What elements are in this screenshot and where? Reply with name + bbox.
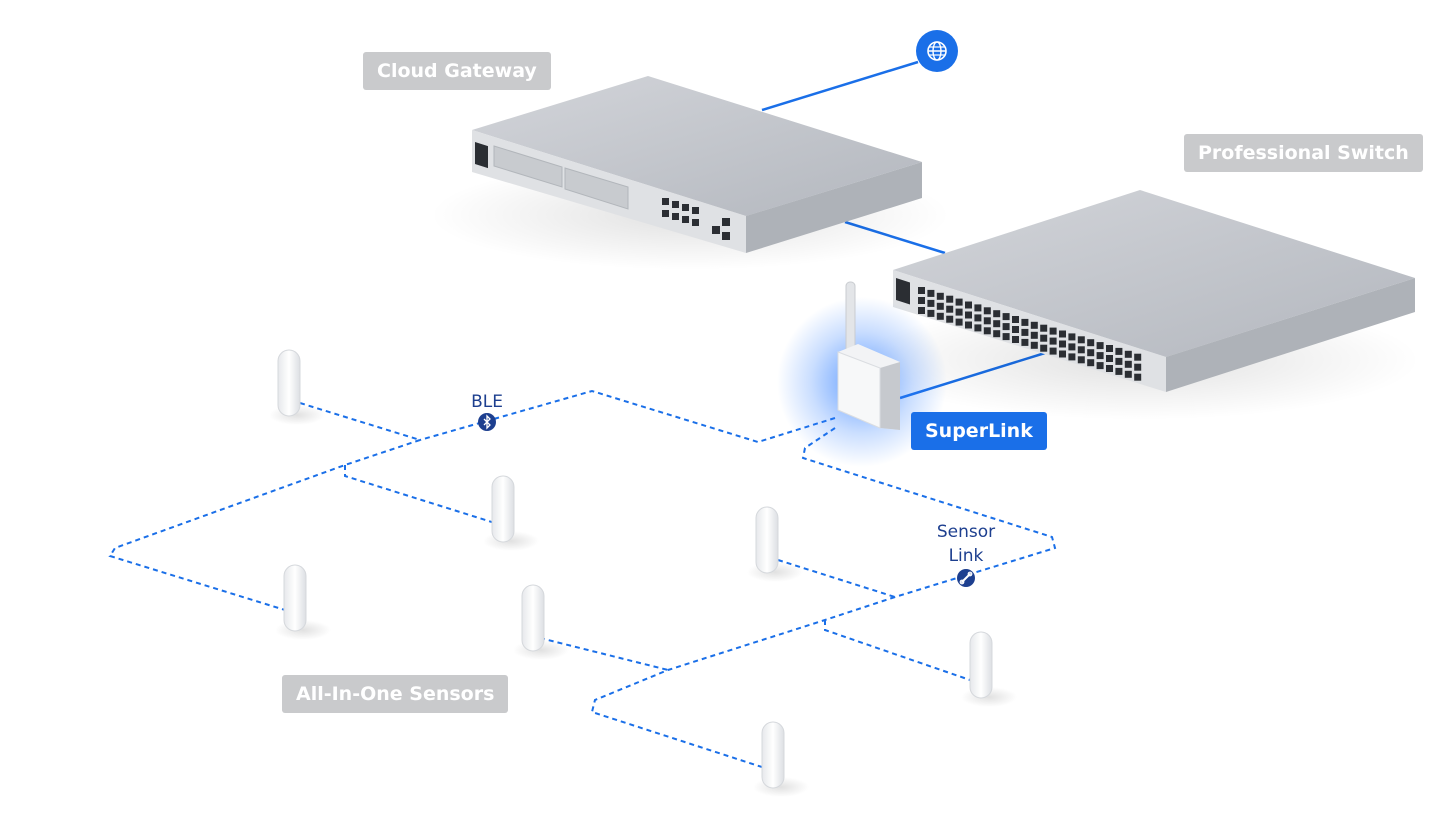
- professional-switch-device: [860, 190, 1420, 420]
- sensor-device: [513, 584, 569, 660]
- professional-switch-label: Professional Switch: [1184, 134, 1423, 172]
- switch-port: [1124, 360, 1132, 368]
- switch-port: [983, 327, 991, 335]
- switch-port: [955, 308, 963, 316]
- switch-port: [983, 317, 991, 325]
- switch-port: [1040, 324, 1048, 332]
- switch-port: [974, 314, 982, 322]
- sensor-link-network: [539, 427, 1057, 769]
- switch-port: [1124, 350, 1132, 358]
- switch-port: [1002, 333, 1010, 341]
- switch-port: [1030, 331, 1038, 339]
- switch-port: [936, 292, 944, 300]
- switch-port: [965, 311, 972, 319]
- switch-port: [1096, 352, 1104, 360]
- switch-port: [1115, 347, 1123, 355]
- sensor-link-label-line2: Link: [948, 546, 984, 566]
- switch-port: [946, 305, 954, 313]
- switch-port: [927, 309, 935, 317]
- switch-port: [1106, 365, 1113, 372]
- switch-port: [1106, 355, 1113, 362]
- switch-port: [946, 315, 954, 323]
- switch-port: [1012, 316, 1019, 323]
- switch-port: [927, 299, 935, 307]
- switch-port: [927, 289, 935, 297]
- switch-port: [1040, 344, 1048, 352]
- switch-port: [1002, 313, 1010, 321]
- ble-label: BLE: [471, 392, 503, 412]
- globe-icon: [916, 30, 958, 72]
- switch-port: [1077, 336, 1085, 344]
- switch-port: [1077, 346, 1085, 354]
- switch-port: [1068, 353, 1076, 361]
- switch-port: [1096, 362, 1104, 370]
- switch-port: [1059, 350, 1066, 358]
- switch-port: [918, 297, 925, 304]
- switch-port: [918, 307, 925, 314]
- sensors-group: [269, 349, 1017, 797]
- switch-port: [1134, 363, 1142, 371]
- switch-port: [936, 312, 944, 320]
- switch-port: [993, 310, 1001, 318]
- ble-network: [108, 389, 836, 611]
- switch-port: [1040, 334, 1048, 342]
- switch-port: [936, 302, 944, 310]
- switch-port: [993, 330, 1001, 338]
- sensor-link-label: Sensor Link: [926, 520, 1006, 568]
- switch-port: [1049, 347, 1057, 355]
- switch-port: [1049, 327, 1057, 335]
- switch-port: [1134, 373, 1142, 381]
- switch-port: [1030, 321, 1038, 329]
- cloud-gateway-label: Cloud Gateway: [363, 52, 551, 90]
- switch-port: [1068, 343, 1076, 351]
- superlink-label: SuperLink: [911, 412, 1047, 450]
- switch-port: [993, 320, 1001, 328]
- switch-port: [965, 321, 972, 329]
- sensor-device: [961, 631, 1017, 707]
- superlink-device: [837, 281, 900, 430]
- switch-port: [955, 298, 963, 306]
- cloud-gateway-device: [430, 76, 950, 270]
- switch-port: [946, 295, 954, 303]
- switch-port: [1124, 370, 1132, 378]
- switch-port: [1002, 323, 1010, 331]
- sensor-device: [483, 475, 539, 551]
- switch-port: [1030, 341, 1038, 349]
- switch-port: [1049, 337, 1057, 345]
- switch-port: [1134, 353, 1142, 361]
- switch-port: [955, 318, 963, 326]
- switch-port: [1115, 367, 1123, 375]
- switch-port: [1012, 326, 1019, 333]
- switch-port: [965, 301, 972, 309]
- bluetooth-icon: [478, 413, 496, 431]
- switch-port: [1087, 339, 1095, 347]
- switch-port: [1059, 340, 1066, 348]
- internet-link: [761, 60, 919, 112]
- sensor-link-label-line1: Sensor: [936, 522, 996, 542]
- switch-port: [1021, 328, 1029, 336]
- sensor-device: [753, 721, 809, 797]
- switch-port: [918, 287, 925, 294]
- sensor-device: [269, 349, 325, 425]
- switch-port: [1068, 333, 1076, 341]
- switch-port: [1096, 342, 1104, 350]
- sensor-device: [747, 506, 803, 582]
- switch-port: [1087, 359, 1095, 367]
- sensor-device: [275, 564, 331, 640]
- switch-port: [1021, 318, 1029, 326]
- switch-port: [1087, 349, 1095, 357]
- switch-port: [1115, 357, 1123, 365]
- switch-port: [1012, 336, 1019, 343]
- switch-port: [983, 307, 991, 315]
- link-icon: [957, 569, 975, 587]
- all-in-one-sensors-label: All-In-One Sensors: [282, 675, 509, 713]
- switch-port: [974, 324, 982, 332]
- switch-port: [1021, 338, 1029, 346]
- switch-port: [1106, 345, 1113, 352]
- switch-port: [1077, 356, 1085, 364]
- switch-port: [1059, 330, 1066, 338]
- switch-port: [974, 304, 982, 312]
